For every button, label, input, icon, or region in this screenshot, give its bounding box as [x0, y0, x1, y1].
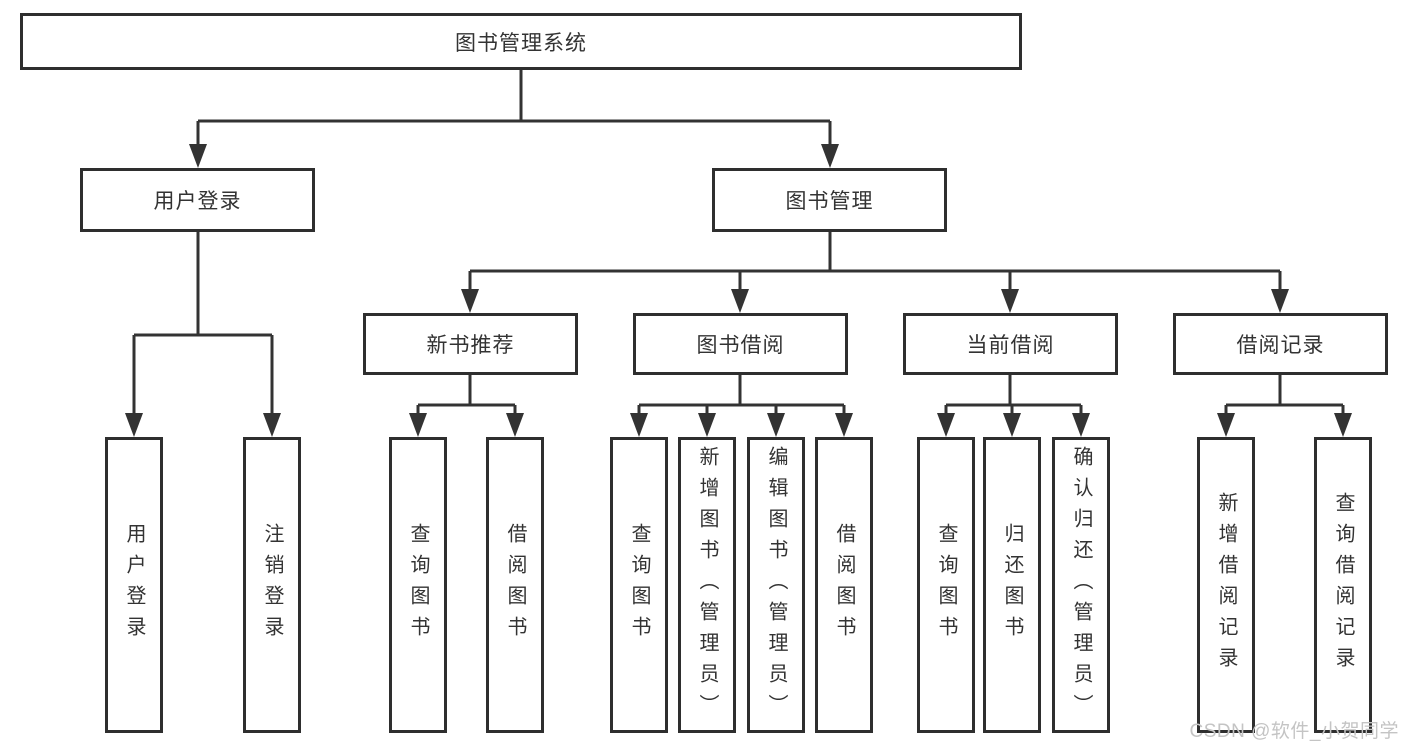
node-label: 查询图书	[407, 523, 429, 647]
leaf-borrowing-edit-books-admin: 编辑图书（管理员）	[747, 437, 805, 733]
leaf-user-login: 用户登录	[105, 437, 163, 733]
node-label: 借阅图书	[833, 523, 855, 647]
node-label: 查询图书	[935, 523, 957, 647]
leaf-records-add-record: 新增借阅记录	[1197, 437, 1255, 733]
leaf-current-confirm-return-admin: 确认归还（管理员）	[1052, 437, 1110, 733]
leaf-records-query-record: 查询借阅记录	[1314, 437, 1372, 733]
leaf-borrowing-query-books: 查询图书	[610, 437, 668, 733]
node-label: 查询借阅记录	[1332, 492, 1354, 678]
edge-group-new-book-recommend	[416, 375, 517, 418]
node-label: 归还图书	[1001, 523, 1023, 647]
leaf-borrowing-borrow-books: 借阅图书	[815, 437, 873, 733]
node-label: 新增借阅记录	[1215, 492, 1237, 678]
node-user-login: 用户登录	[80, 168, 315, 232]
node-new-book-recommend: 新书推荐	[363, 313, 578, 375]
node-label: 编辑图书（管理员）	[765, 445, 787, 725]
edge-group-book-borrowing	[637, 375, 846, 418]
node-label: 图书管理系统	[455, 31, 587, 55]
edge-group-user-login	[132, 232, 274, 418]
node-label: 用户登录	[153, 190, 242, 213]
leaf-logout: 注销登录	[243, 437, 301, 733]
node-label: 图书管理	[785, 190, 874, 213]
edge-group-current-borrowing	[944, 375, 1083, 418]
leaf-current-return-books: 归还图书	[983, 437, 1041, 733]
watermark: CSDN @软件_小贺同学	[1189, 721, 1399, 742]
edge-group-book-management	[468, 232, 1282, 294]
node-label: 用户登录	[123, 523, 145, 647]
node-library-management-system: 图书管理系统	[20, 13, 1022, 70]
node-book-borrowing: 图书借阅	[633, 313, 848, 375]
edge-group-root	[196, 70, 832, 150]
node-label: 查询图书	[628, 523, 650, 647]
leaf-current-query-books: 查询图书	[917, 437, 975, 733]
node-label: 借阅记录	[1236, 334, 1325, 357]
node-label: 新增图书（管理员）	[696, 445, 718, 725]
node-label: 注销登录	[261, 523, 283, 647]
node-label: 新书推荐	[426, 334, 515, 357]
node-label: 确认归还（管理员）	[1070, 445, 1092, 725]
node-current-borrowing: 当前借阅	[903, 313, 1118, 375]
node-label: 借阅图书	[504, 523, 526, 647]
node-book-management: 图书管理	[712, 168, 947, 232]
leaf-recommend-query-books: 查询图书	[389, 437, 447, 733]
node-label: 图书借阅	[696, 334, 785, 357]
edge-group-borrowing-records	[1224, 375, 1345, 418]
leaf-recommend-borrow-books: 借阅图书	[486, 437, 544, 733]
node-borrowing-records: 借阅记录	[1173, 313, 1388, 375]
node-label: 当前借阅	[966, 334, 1055, 357]
leaf-borrowing-add-books-admin: 新增图书（管理员）	[678, 437, 736, 733]
